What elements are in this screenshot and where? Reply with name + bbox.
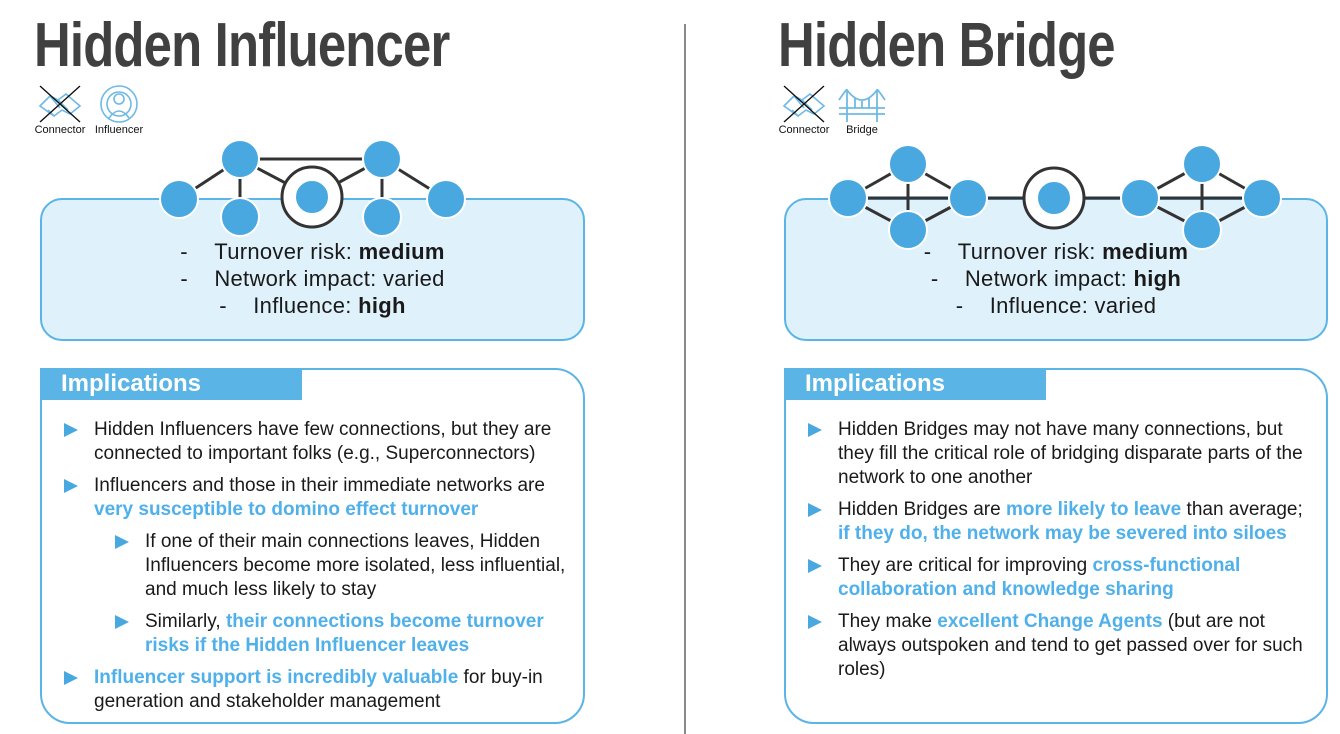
bullet-arrow-icon (64, 479, 78, 493)
bullet-text: They are critical for improving (838, 555, 1093, 576)
bullet-text: They make (838, 611, 938, 632)
stats-list: -Turnover risk: medium -Network impact: … (42, 238, 583, 319)
highlight-text: excellent Change Agents (937, 611, 1163, 632)
icon-label: Connector (34, 124, 86, 136)
network-node (948, 178, 988, 218)
bullet-item: Influencer support is incredibly valuabl… (62, 666, 573, 714)
network-node (362, 139, 402, 179)
network-node (1120, 178, 1160, 218)
implications-header: Implications (40, 368, 302, 400)
stat-network-impact: -Network impact: varied (180, 266, 445, 291)
bullet-text: Hidden Bridges are (838, 499, 1006, 520)
network-node (888, 210, 928, 250)
bullet-item: Influencers and those in their immediate… (62, 474, 573, 522)
network-node (159, 179, 199, 219)
connector-icon-block: Connector (33, 84, 87, 136)
page-title: Hidden Influencer (34, 11, 450, 80)
panel-hidden-influencer: Hidden Influencer Connector Influencer -… (33, 11, 585, 724)
implications-box: Implications Hidden Bridges may not have… (784, 368, 1328, 724)
highlight-text: if they do, the network may be severed i… (838, 523, 1287, 544)
network-node (220, 139, 260, 179)
bridge-icon-block: Bridge (836, 84, 888, 136)
network-node (220, 197, 260, 237)
network-node (1242, 178, 1282, 218)
bullet-text: for buy-in generation and stakeholder ma… (94, 667, 543, 712)
bullet-item: They make excellent Change Agents (but a… (806, 610, 1316, 682)
focal-node (294, 179, 330, 215)
implications-list: Hidden Influencers have few connections,… (62, 418, 573, 722)
bullet-text: Similarly, (145, 611, 226, 632)
page-title: Hidden Bridge (778, 11, 1116, 80)
bullet-arrow-icon (808, 559, 822, 573)
implications-box: Implications Hidden Influencers have few… (40, 368, 585, 724)
bullet-text: Hidden Influencers have few connections,… (94, 419, 552, 464)
panel-divider (684, 24, 686, 734)
bullet-arrow-icon (808, 615, 822, 629)
icon-label: Bridge (846, 124, 878, 136)
network-node (828, 178, 868, 218)
bullet-item: Hidden Bridges are more likely to leave … (806, 498, 1316, 546)
stat-turnover-risk: -Turnover risk: medium (180, 239, 445, 264)
bullet-arrow-icon (115, 615, 129, 629)
bridge-icon (838, 88, 886, 122)
bullet-text: Influencers and those in their immediate… (94, 475, 545, 496)
implications-list: Hidden Bridges may not have many connect… (806, 418, 1316, 690)
bullet-arrow-icon (64, 423, 78, 437)
icon-label: Connector (778, 124, 830, 136)
focal-node (1036, 180, 1072, 216)
bullet-item: Hidden Bridges may not have many connect… (806, 418, 1316, 490)
bullet-item: Hidden Influencers have few connections,… (62, 418, 573, 466)
panel-hidden-bridge: Hidden Bridge Connector Bridge (744, 0, 1340, 734)
stat-network-impact: -Network impact: high (930, 266, 1182, 291)
bullet-arrow-icon (115, 535, 129, 549)
network-node (1182, 210, 1222, 250)
implications-header: Implications (784, 368, 1046, 400)
stat-influence: -Influence: varied (955, 293, 1157, 318)
network-node (888, 144, 928, 184)
highlight-text: their connections become turnover risks … (145, 611, 544, 656)
network-node (426, 179, 466, 219)
stat-turnover-risk: -Turnover risk: medium (923, 239, 1189, 264)
bullet-item: They are critical for improving cross-fu… (806, 554, 1316, 602)
bullet-arrow-icon (808, 423, 822, 437)
bullet-arrow-icon (808, 503, 822, 517)
network-node (1182, 144, 1222, 184)
bullet-text: Hidden Bridges may not have many connect… (838, 419, 1303, 488)
sub-bullet-item: Similarly, their connections become turn… (113, 610, 573, 658)
stat-influence: -Influence: high (219, 293, 406, 318)
icon-label: Influencer (94, 124, 144, 136)
bullet-arrow-icon (64, 671, 78, 685)
highlight-text: very susceptible to domino effect turnov… (94, 499, 479, 520)
connector-icon (782, 85, 826, 123)
highlight-text: Influencer support is incredibly valuabl… (94, 667, 459, 688)
influencer-network-diagram (159, 139, 466, 237)
influencer-icon-block: Influencer (92, 84, 146, 136)
bridge-network-diagram (828, 144, 1282, 250)
stats-list: -Turnover risk: medium -Network impact: … (786, 238, 1326, 319)
stats-box: -Turnover risk: medium -Network impact: … (40, 198, 585, 341)
connector-icon (38, 85, 82, 123)
sub-bullet-item: If one of their main connections leaves,… (113, 530, 573, 602)
influencer-icon (100, 85, 138, 123)
bullet-text: (but are not always outspoken and tend t… (838, 611, 1303, 680)
network-node (362, 197, 402, 237)
highlight-text: more likely to leave (1005, 499, 1182, 520)
connector-icon-block: Connector (777, 84, 831, 136)
highlight-text: cross-functional collaboration and knowl… (838, 555, 1241, 600)
bullet-text: If one of their main connections leaves,… (145, 531, 566, 600)
bullet-text: than average; (1181, 499, 1303, 520)
